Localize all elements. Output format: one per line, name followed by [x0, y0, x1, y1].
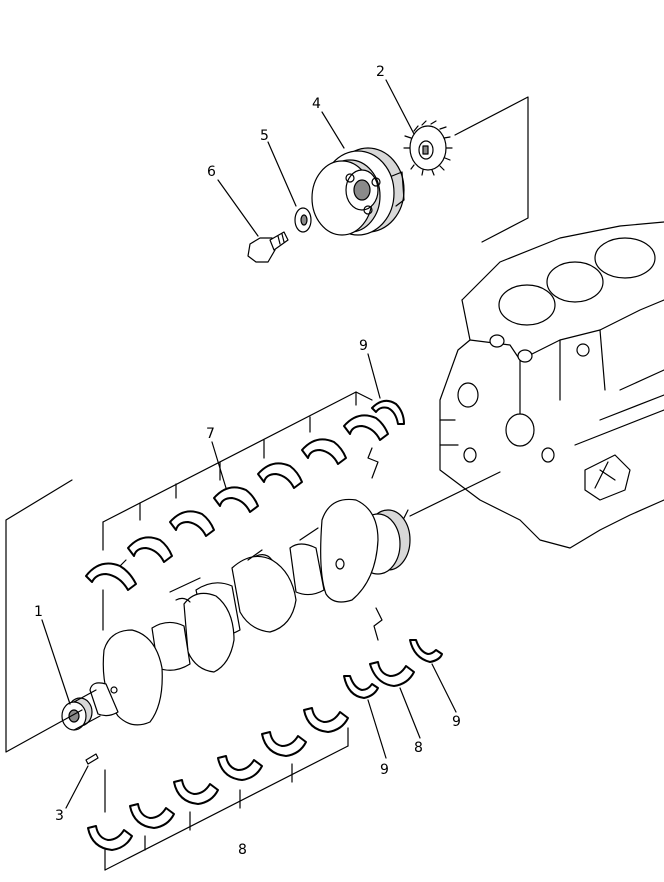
centre-line [409, 471, 501, 517]
upper-bearing-shell [85, 559, 137, 591]
thrust-washer-lower-a [343, 675, 379, 699]
lower-bearing-shell [217, 755, 263, 781]
lower-bearing-bracket [104, 607, 383, 871]
thrust-washer-lower-b [409, 639, 443, 663]
crankshaft-pulley [311, 147, 405, 236]
washer [294, 207, 312, 233]
callout-8-lower: 8 [238, 842, 247, 858]
upper-bearing-shell [343, 414, 389, 441]
callout-9-lower-a: 9 [380, 762, 389, 778]
callout-6: 6 [207, 164, 216, 180]
assembly-bracket [454, 96, 529, 243]
upper-bearing-bracket [102, 391, 379, 631]
lower-bearing-shell [369, 661, 415, 687]
lower-bearing-shell [129, 803, 175, 829]
crankshaft-gear [403, 120, 453, 176]
callout-4: 4 [312, 96, 321, 112]
upper-bearing-shell [257, 462, 303, 489]
callouts: 2 4 5 6 9 7 1 3 8 9 8 9 [34, 64, 461, 858]
lower-bearing-shell [87, 825, 133, 851]
thrust-washer-upper [371, 399, 405, 425]
callout-3: 3 [55, 808, 64, 824]
upper-bearing-shell [169, 510, 215, 537]
bolt [247, 231, 289, 263]
crankshaft-assembly-bracket [5, 479, 83, 753]
lower-bearing-shell [261, 731, 307, 757]
upper-main-bearings [85, 414, 389, 591]
upper-bearing-shell [213, 486, 259, 513]
callout-9-lower-b: 9 [452, 714, 461, 730]
crankshaft [61, 498, 411, 731]
callout-1: 1 [34, 604, 43, 620]
lower-bearing-shell [173, 779, 219, 805]
lower-main-bearings [87, 661, 415, 851]
callout-5: 5 [260, 128, 269, 144]
callout-8-right: 8 [414, 740, 423, 756]
dowel-pin [85, 753, 99, 765]
leader-lines [41, 79, 457, 809]
upper-bearing-shell [127, 536, 173, 563]
engine-block [439, 221, 664, 549]
callout-9-upper: 9 [359, 338, 368, 354]
callout-7: 7 [206, 426, 215, 442]
lower-bearing-shell [303, 707, 349, 733]
callout-2: 2 [376, 64, 385, 80]
upper-bearing-shell [301, 438, 347, 465]
